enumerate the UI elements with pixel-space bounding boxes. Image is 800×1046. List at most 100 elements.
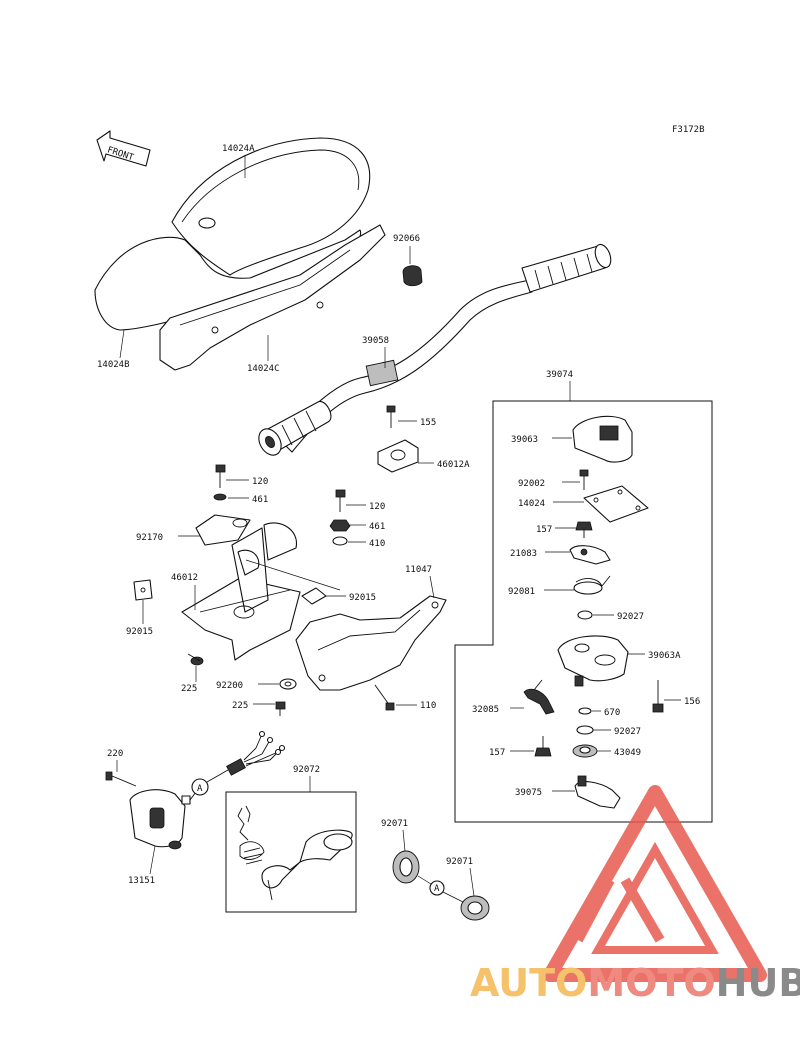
watermark-logo (543, 785, 767, 982)
label-157b: 157 (489, 748, 505, 758)
label-410: 410 (369, 539, 385, 549)
ring-670 (578, 707, 592, 715)
label-46012A: 46012A (437, 460, 470, 470)
bracket-11047 (295, 595, 447, 691)
case-39063 (572, 415, 633, 463)
bolt-120b (335, 489, 346, 512)
bolt-156 (652, 680, 664, 713)
callout-a-2: A (434, 884, 440, 894)
screw-157a (575, 521, 593, 538)
watermark-text: AUTOMOTOHUB (470, 961, 800, 1005)
label-92066: 92066 (393, 234, 420, 244)
cover-14024 (583, 485, 649, 523)
callout-a-marker-1 (191, 778, 209, 796)
left-grip (258, 401, 332, 456)
lever-39075 (574, 775, 621, 809)
case-39063A (557, 635, 629, 687)
label-13151: 13151 (128, 876, 155, 886)
handlebar (258, 243, 612, 456)
label-225a: 225 (181, 684, 197, 694)
label-14024C: 14024C (247, 364, 280, 374)
label-39063: 39063 (511, 435, 538, 445)
label-92027b: 92027 (614, 727, 641, 737)
label-92002: 92002 (518, 479, 545, 489)
front-arrow-icon: FRONT (96, 130, 151, 167)
label-46012: 46012 (171, 573, 198, 583)
screw-92002 (579, 469, 589, 490)
label-11047: 11047 (405, 565, 432, 575)
label-225b: 225 (232, 701, 248, 711)
plate-92015b (301, 587, 327, 605)
callout-a-1: A (197, 784, 203, 794)
seal-92071b (460, 895, 490, 921)
holder-46012A (377, 439, 419, 473)
oring-92027a (577, 610, 593, 620)
bolt-110 (374, 684, 395, 711)
callout-a-marker-2 (429, 880, 445, 896)
bolt-220 (105, 771, 137, 787)
switch-13151 (129, 789, 191, 850)
contact-21083 (569, 545, 611, 565)
label-156: 156 (684, 697, 700, 707)
label-92015a: 92015 (126, 627, 153, 637)
bolt-225b (275, 701, 286, 716)
label-120a: 120 (252, 477, 268, 487)
label-155: 155 (420, 418, 436, 428)
washer-92200 (279, 678, 297, 690)
label-39063A: 39063A (648, 651, 681, 661)
spring-92081 (573, 575, 611, 595)
seat-cushion (171, 137, 371, 276)
lever-32085 (523, 679, 555, 715)
label-92200: 92200 (216, 681, 243, 691)
label-92071a: 92071 (381, 819, 408, 829)
label-92071b: 92071 (446, 857, 473, 867)
clamp-92170 (195, 514, 251, 546)
label-92027a: 92027 (617, 612, 644, 622)
screw-157b (534, 736, 552, 757)
label-461b: 461 (369, 522, 385, 532)
label-39075: 39075 (515, 788, 542, 798)
hose-clamp-92072 (237, 805, 353, 901)
watermark-moto: MOTO (587, 961, 715, 1005)
pole-bracket-46012 (181, 522, 301, 661)
switch-assembly-box (454, 400, 713, 823)
label-92072: 92072 (293, 765, 320, 775)
label-120b: 120 (369, 502, 385, 512)
watermark-hub: HUB (716, 961, 800, 1005)
right-grip (521, 243, 612, 293)
label-32085: 32085 (472, 705, 499, 715)
watermark-auto: AUTO (470, 961, 587, 1005)
bolt-120a (215, 464, 226, 488)
label-110: 110 (420, 701, 436, 711)
label-39074: 39074 (546, 370, 573, 380)
clamp-box-92072 (225, 791, 357, 913)
figure-code: F3172B (672, 125, 705, 135)
label-14024A: 14024A (222, 144, 255, 154)
plate-92015a (133, 579, 153, 601)
washer-410 (332, 536, 348, 546)
seal-92071a (392, 850, 420, 884)
label-461a: 461 (252, 495, 268, 505)
bolt-155 (386, 405, 396, 428)
label-670: 670 (604, 708, 620, 718)
seal-43049 (572, 744, 598, 758)
seat-assembly (94, 137, 423, 371)
oring-92027b (576, 725, 594, 735)
wire-harness: A (189, 730, 286, 801)
label-92081: 92081 (508, 587, 535, 597)
label-43049: 43049 (614, 748, 641, 758)
label-14024B: 14024B (97, 360, 130, 370)
label-92015b: 92015 (349, 593, 376, 603)
label-157a: 157 (536, 525, 552, 535)
washer-461a (213, 493, 227, 501)
label-14024: 14024 (518, 499, 545, 509)
label-21083: 21083 (510, 549, 537, 559)
seat-frame (159, 224, 386, 371)
label-92170: 92170 (136, 533, 163, 543)
label-39058: 39058 (362, 336, 389, 346)
bolt-225a (187, 653, 204, 666)
label-220: 220 (107, 749, 123, 759)
nut-461b (329, 519, 351, 532)
grommet-92066 (402, 265, 423, 287)
